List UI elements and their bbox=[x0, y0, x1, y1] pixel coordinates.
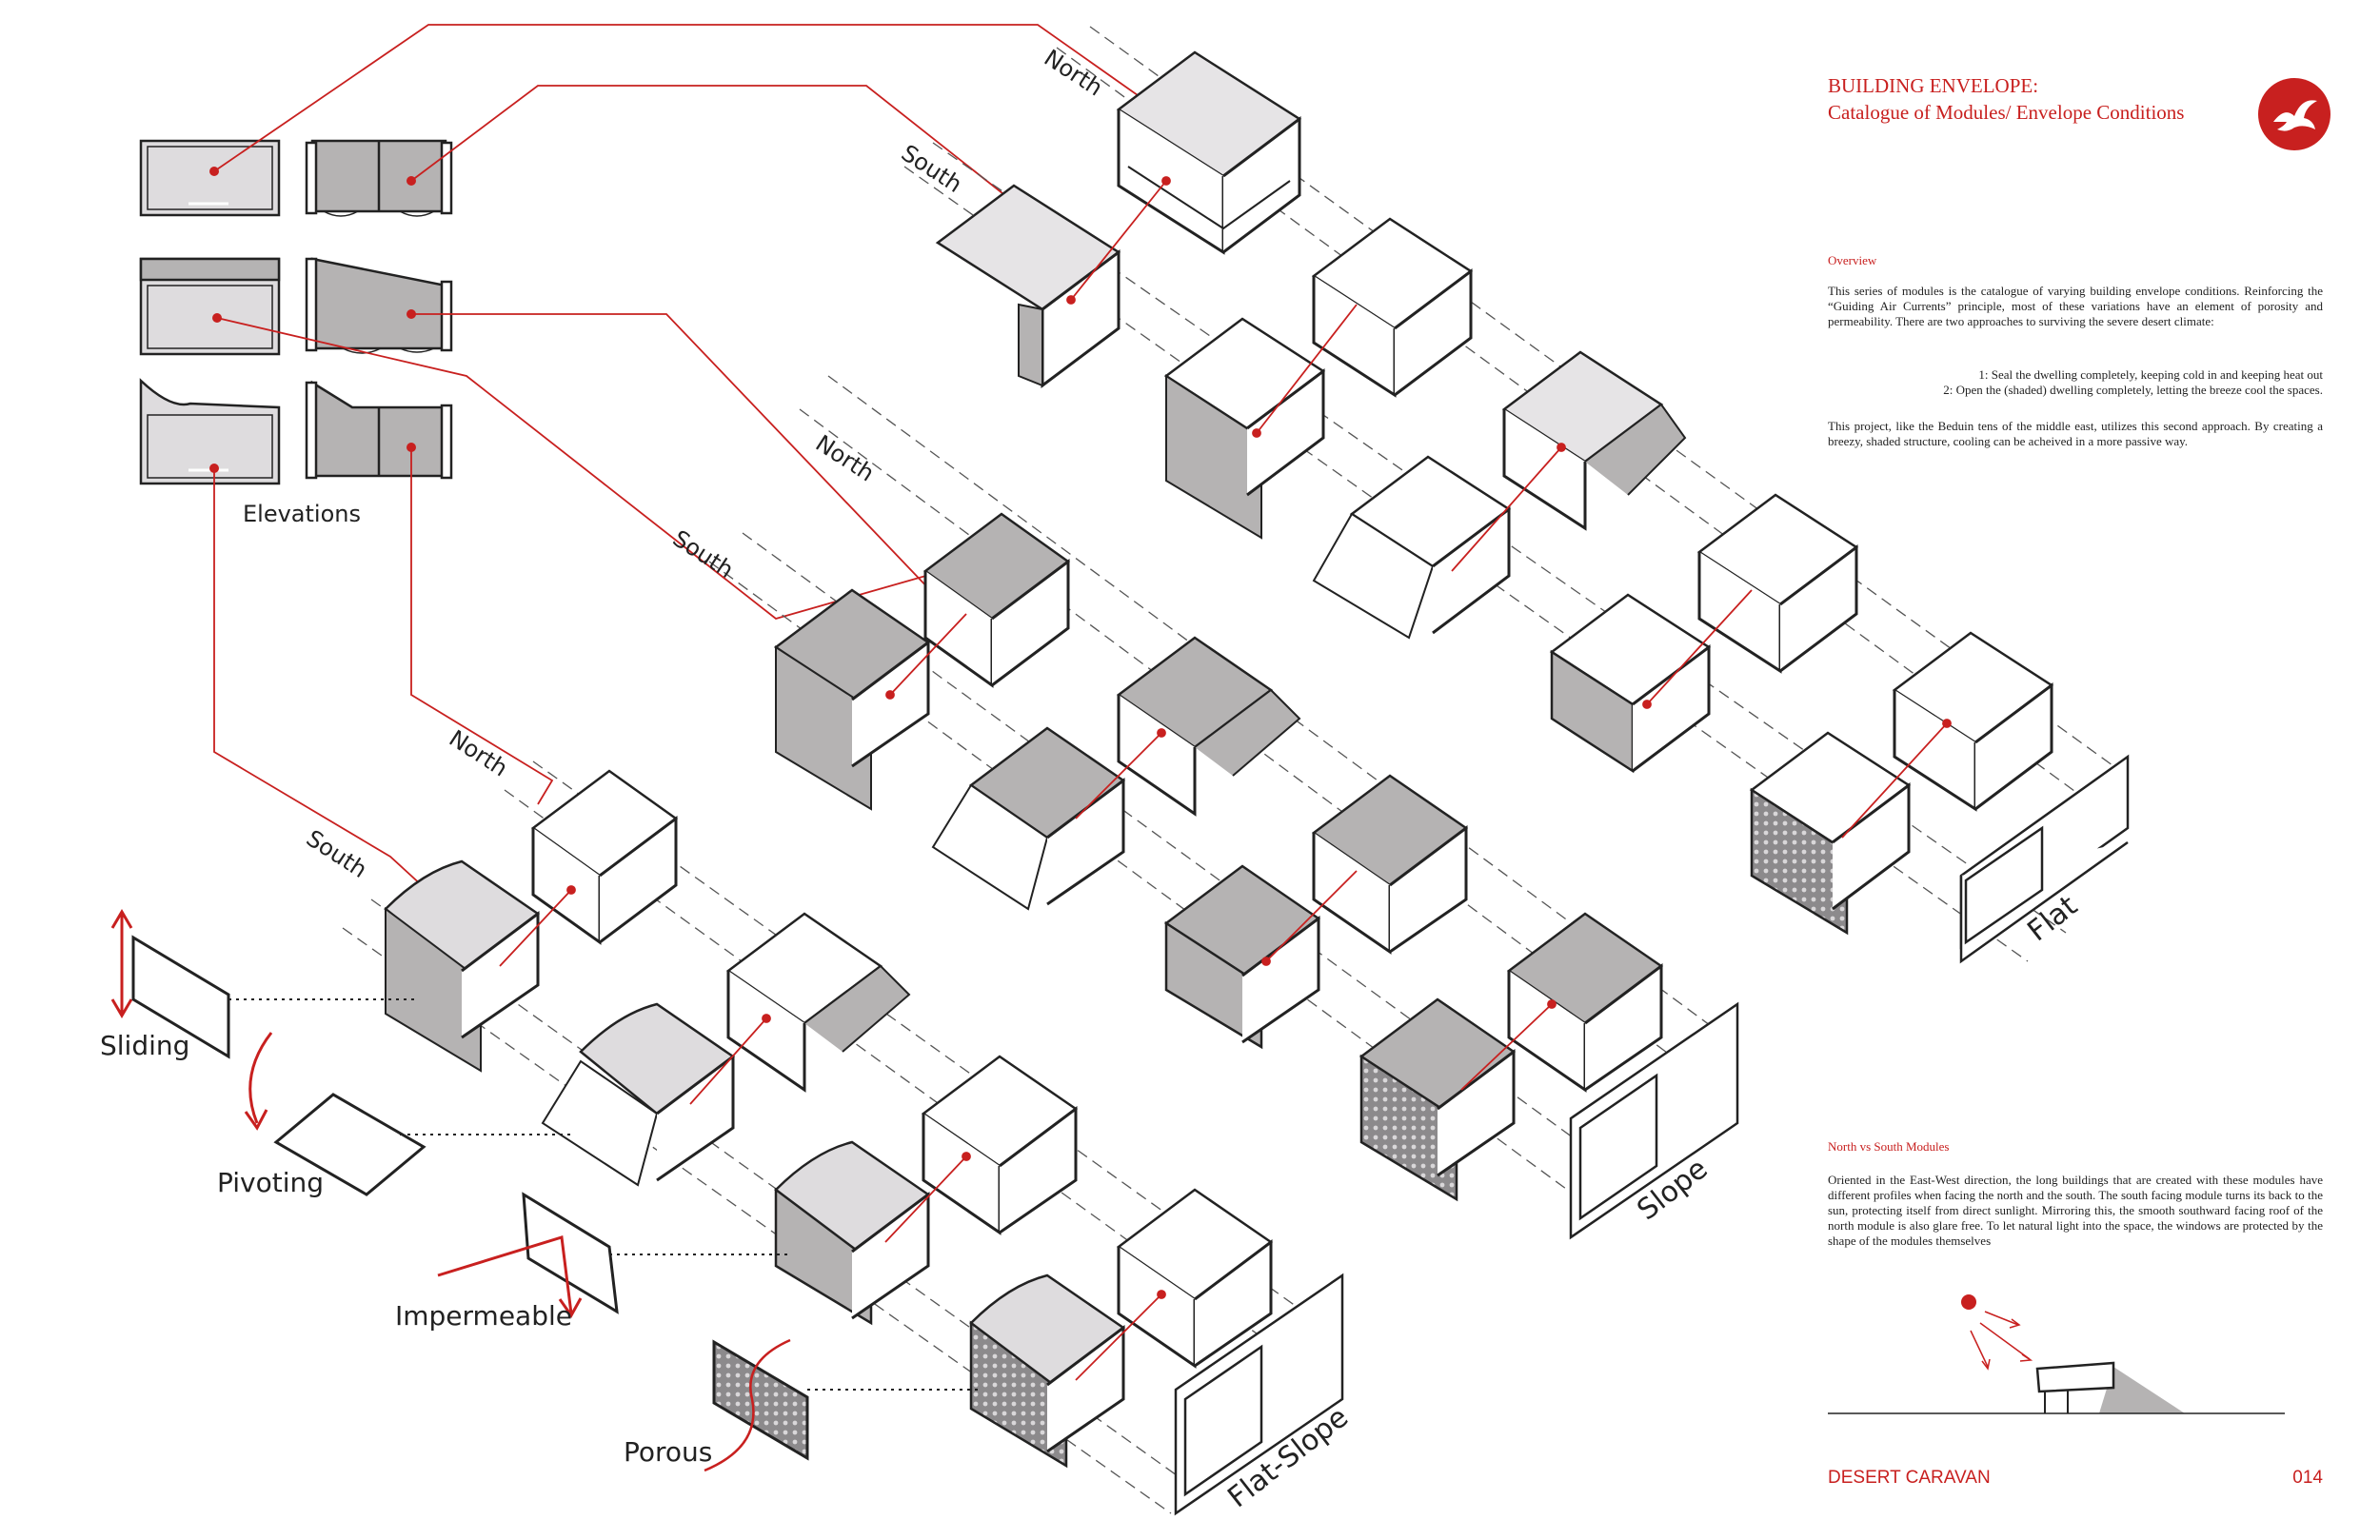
module-north bbox=[530, 769, 679, 945]
impermeable-label: Impermeable bbox=[395, 1300, 572, 1332]
pivoting-panel-icon bbox=[244, 1032, 571, 1196]
module bbox=[1506, 912, 1664, 1093]
section-flat-slope bbox=[1174, 1273, 1344, 1516]
envelope-legend bbox=[110, 909, 981, 1472]
module bbox=[1501, 350, 1687, 531]
overview-text: This series of modules is the catalogue … bbox=[1828, 284, 2323, 328]
elevation-box bbox=[305, 380, 453, 480]
module-south bbox=[935, 184, 1121, 388]
module-row-flat bbox=[935, 50, 2130, 964]
sun-icon bbox=[1961, 1294, 1976, 1310]
module bbox=[1892, 631, 2054, 812]
module-porous bbox=[969, 1273, 1126, 1469]
module bbox=[774, 1140, 931, 1326]
elevations-label: Elevations bbox=[243, 501, 361, 527]
approach-1-text: 1: Seal the dwelling completely, keeping… bbox=[1978, 367, 2323, 382]
elevation-box bbox=[305, 257, 453, 354]
north-label: North bbox=[811, 430, 880, 487]
page-title: BUILDING ENVELOPE: Catalogue of Modules/… bbox=[1828, 72, 2323, 126]
description-panel: BUILDING ENVELOPE: Catalogue of Modules/… bbox=[1828, 0, 2330, 1540]
pivoting-label: Pivoting bbox=[217, 1167, 324, 1198]
module-north bbox=[922, 512, 1071, 688]
south-label: South bbox=[668, 525, 739, 583]
module-south bbox=[384, 859, 541, 1073]
module bbox=[1312, 455, 1512, 640]
impermeable-panel-icon bbox=[437, 1192, 790, 1318]
section-flat bbox=[1959, 754, 2130, 964]
leader-dots bbox=[209, 167, 416, 473]
north-south-text: Oriented in the East-West direction, the… bbox=[1828, 1173, 2323, 1248]
module bbox=[1116, 636, 1301, 817]
module bbox=[921, 1055, 1079, 1235]
module bbox=[1549, 593, 1712, 774]
south-label: South bbox=[302, 825, 372, 883]
module-north bbox=[1116, 50, 1302, 255]
module-row-flat-slope bbox=[384, 769, 1344, 1516]
sliding-label: Sliding bbox=[100, 1030, 189, 1061]
porous-label: Porous bbox=[624, 1436, 712, 1468]
module bbox=[725, 912, 911, 1093]
title-line-1: BUILDING ENVELOPE: bbox=[1828, 74, 2039, 97]
module bbox=[1163, 317, 1326, 540]
module bbox=[1163, 864, 1321, 1050]
bird-emblem-icon bbox=[2258, 78, 2330, 150]
project-name: DESERT CARAVAN bbox=[1828, 1468, 1991, 1488]
elevation-box bbox=[139, 257, 281, 356]
sun-shading-diagram bbox=[1828, 1294, 2285, 1414]
module bbox=[1696, 493, 1859, 674]
module-porous bbox=[1749, 731, 1912, 936]
module bbox=[541, 1002, 736, 1187]
elevation-box bbox=[139, 139, 281, 217]
project-text: This project, like the Beduin tens of th… bbox=[1828, 419, 2323, 448]
elevations-group bbox=[139, 139, 453, 485]
approach-2-text: 2: Open the (shaded) dwelling completely… bbox=[1943, 383, 2323, 397]
module-connectors bbox=[499, 176, 1952, 1381]
page-number: 014 bbox=[2292, 1468, 2323, 1488]
module-row-slope bbox=[773, 512, 1739, 1240]
north-label: North bbox=[445, 725, 513, 782]
elevation-box bbox=[305, 139, 453, 217]
sliding-panel-icon bbox=[110, 909, 419, 1059]
overview-heading: Overview bbox=[1828, 253, 1877, 267]
module bbox=[1311, 217, 1474, 398]
north-south-heading: North vs South Modules bbox=[1828, 1139, 1950, 1154]
module bbox=[1116, 1188, 1274, 1369]
module bbox=[931, 726, 1126, 911]
module-porous bbox=[1359, 997, 1517, 1202]
north-label: North bbox=[1040, 45, 1108, 102]
title-line-2: Catalogue of Modules/ Envelope Condition… bbox=[1828, 101, 2185, 124]
module bbox=[1311, 774, 1469, 955]
module-south bbox=[773, 588, 931, 811]
porous-panel-icon bbox=[704, 1338, 981, 1472]
section-slope bbox=[1569, 1001, 1739, 1240]
